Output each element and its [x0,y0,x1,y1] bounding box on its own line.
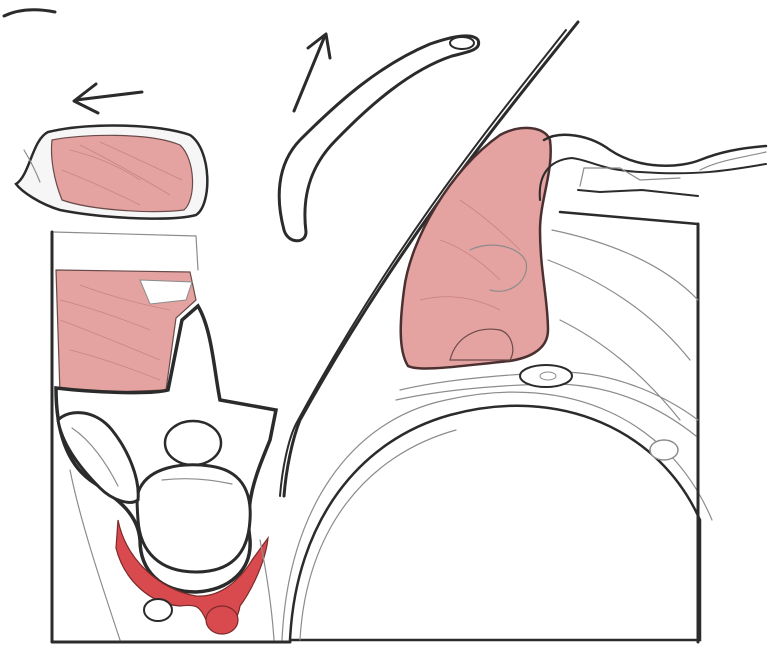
arrow-up-icon [294,34,330,111]
retracted-muscle-flap [16,126,207,219]
vertebral-body [137,465,250,572]
arrow-left-icon [74,84,142,113]
neurovascular-bundle [520,365,572,387]
vessel-small [144,599,172,621]
rib-cross-section [650,440,678,460]
corner-smudge [4,10,55,16]
vertebral-foramen [165,421,221,465]
skin-layers [540,135,766,200]
chest-wall-muscle [401,128,551,369]
lung [282,392,712,640]
rib-end [450,37,474,49]
